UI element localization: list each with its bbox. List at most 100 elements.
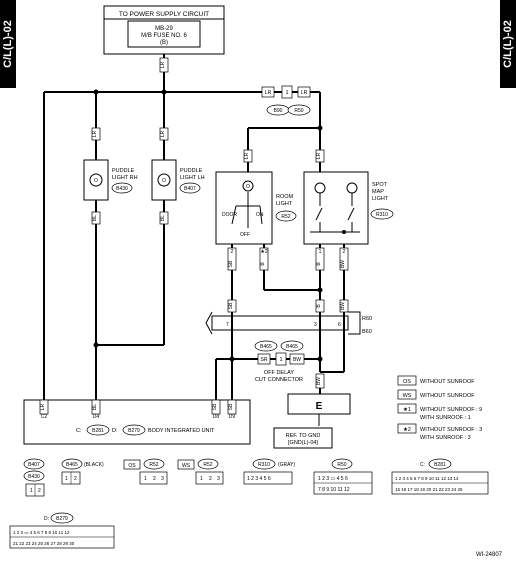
svg-text:WS: WS <box>403 393 412 399</box>
svg-text:O: O <box>162 178 166 184</box>
svg-text:6: 6 <box>338 322 341 328</box>
svg-text:SB: SB <box>228 260 234 267</box>
gnd-ref-2: [GND(L)-04] <box>288 440 318 446</box>
svg-text:BW: BW <box>293 357 301 363</box>
delay-label-2: CUT CONNECTOR <box>255 377 303 383</box>
svg-text:OS: OS <box>403 379 411 385</box>
svg-text:WITH SUNROOF : 1: WITH SUNROOF : 1 <box>420 415 471 421</box>
svg-text:D4: D4 <box>93 414 100 420</box>
harness-r60-b60: R60 B60 SB B BW 7 3 6 <box>205 290 372 400</box>
svg-text:WITHOUT SUNROOF: WITHOUT SUNROOF <box>420 379 475 385</box>
svg-text:1 2 3 ▭ 4 5 6: 1 2 3 ▭ 4 5 6 <box>318 476 348 482</box>
svg-text:BW: BW <box>316 377 322 385</box>
svg-text:C:: C: <box>76 428 82 434</box>
connector-b90-r50: LR 1 LR B90 R50 <box>261 85 311 116</box>
puddle-rh-id: B430 <box>116 186 128 192</box>
svg-text:3: 3 <box>314 322 317 328</box>
svg-text:WITHOUT SUNROOF: WITHOUT SUNROOF <box>420 393 475 399</box>
svg-text:BL: BL <box>160 215 166 221</box>
svg-text:R50: R50 <box>337 462 346 468</box>
svg-text:SB: SB <box>212 403 218 410</box>
svg-text:B465: B465 <box>260 344 272 350</box>
svg-text:O: O <box>94 178 98 184</box>
svg-text:B430: B430 <box>28 474 40 480</box>
body-integrated-unit: LR C2 BL D4 SB D8 SB D9 C: B281 D: B279 … <box>23 358 251 445</box>
off-delay-cut-connector: B465 B465 SR 1 BW OFF DELAY CUT CONNECTO… <box>229 340 323 383</box>
svg-text:(BLACK): (BLACK) <box>84 462 104 468</box>
section-tab-right: C/L(L)-02 <box>500 0 516 88</box>
spot-id: R310 <box>376 212 388 218</box>
svg-text:OS: OS <box>128 463 136 469</box>
room-light: LR O ROOM LIGHT R52 DOOR ON OFF 2 SB ★2 … <box>215 149 320 291</box>
svg-text:★2: ★2 <box>260 249 267 255</box>
spot-label-3: LIGHT <box>372 196 389 202</box>
svg-text:C:: C: <box>420 462 425 468</box>
svg-text:21 22 23 24 25 26 27 28 29 30: 21 22 23 24 25 26 27 28 29 30 <box>13 541 75 546</box>
svg-text:2: 2 <box>38 488 41 494</box>
svg-text:1 2 3 ▭ 4 5 6 7 8 9 10 11 12: 1 2 3 ▭ 4 5 6 7 8 9 10 11 12 <box>13 530 70 535</box>
puddle-lh-id: B407 <box>184 186 196 192</box>
svg-text:ON: ON <box>256 212 264 218</box>
svg-text:1: 1 <box>200 476 203 482</box>
connector-views: B407 B430 1 2 B465 (BLACK) 1 2 OS R52 1 … <box>9 458 489 549</box>
svg-text:BW: BW <box>340 260 346 268</box>
svg-text:B465: B465 <box>286 344 298 350</box>
ground-label: E <box>316 401 323 412</box>
svg-text:BL: BL <box>92 404 98 410</box>
svg-text:B465: B465 <box>66 462 78 468</box>
svg-text:1: 1 <box>30 488 33 494</box>
fuse-line-1: MB-29 <box>155 26 173 32</box>
svg-text:WITHOUT SUNROOF : 3: WITHOUT SUNROOF : 3 <box>420 427 482 433</box>
svg-text:B: B <box>316 262 322 266</box>
svg-text:WITH SUNROOF : 3: WITH SUNROOF : 3 <box>420 435 471 441</box>
svg-text:DOOR: DOOR <box>222 212 237 218</box>
svg-text:WITHOUT SUNROOF : 9: WITHOUT SUNROOF : 9 <box>420 407 482 413</box>
puddle-lh-label-2: LIGHT LH <box>180 175 205 181</box>
connector-id-b90: B90 <box>274 108 283 114</box>
svg-text:B: B <box>260 262 266 266</box>
svg-text:7: 7 <box>226 322 229 328</box>
svg-text:1: 1 <box>319 249 322 255</box>
svg-text:BL: BL <box>92 215 98 221</box>
svg-text:15 16 17 18 19 20 21 22 23 24: 15 16 17 18 19 20 21 22 23 24 25 <box>395 487 463 492</box>
svg-text:3: 3 <box>217 476 220 482</box>
puddle-light-rh: LR O PUDDLE LIGHT RH B430 BL <box>83 92 138 400</box>
svg-text:D:: D: <box>112 428 118 434</box>
svg-text:O: O <box>246 184 250 190</box>
puddle-lh-label-1: PUDDLE <box>180 168 203 174</box>
svg-text:B: B <box>316 304 322 308</box>
svg-text:B279: B279 <box>56 516 68 522</box>
svg-text:3: 3 <box>161 476 164 482</box>
svg-text:LR: LR <box>244 152 250 159</box>
fuse-line-2: M/B FUSE NO. 6 <box>141 33 187 39</box>
svg-text:★2: ★2 <box>403 426 411 433</box>
svg-text:SB: SB <box>228 403 234 410</box>
svg-text:R52: R52 <box>203 462 212 468</box>
svg-text:2: 2 <box>153 476 156 482</box>
svg-text:SB: SB <box>228 302 234 309</box>
svg-text:R52: R52 <box>149 462 158 468</box>
svg-text:LR: LR <box>301 90 308 96</box>
power-heading: TO POWER SUPPLY CIRCUIT <box>119 11 209 18</box>
svg-text:2: 2 <box>343 249 346 255</box>
puddle-light-lh: LR O PUDDLE LIGHT LH B407 BL <box>93 92 205 348</box>
svg-text:1: 1 <box>285 90 288 96</box>
svg-text:OFF: OFF <box>240 232 250 238</box>
harness-r60: R60 <box>362 316 372 322</box>
section-tab-left: C/L(L)-02 <box>0 0 16 88</box>
power-wire-label: LR <box>160 61 166 68</box>
biu-label: BODY INTEGRATED UNIT <box>148 428 215 434</box>
svg-text:2: 2 <box>209 476 212 482</box>
svg-text:LR: LR <box>316 152 322 159</box>
svg-text:B281: B281 <box>434 462 446 468</box>
svg-text:1: 1 <box>65 476 68 482</box>
fuse-line-3: (B) <box>160 40 168 46</box>
svg-text:WS: WS <box>182 463 191 469</box>
spot-label-2: MAP <box>372 189 384 195</box>
room-label-2: LIGHT <box>276 201 293 207</box>
gnd-ref-1: REF. TO GND <box>286 433 321 439</box>
svg-text:1: 1 <box>144 476 147 482</box>
svg-text:LR: LR <box>160 130 166 137</box>
